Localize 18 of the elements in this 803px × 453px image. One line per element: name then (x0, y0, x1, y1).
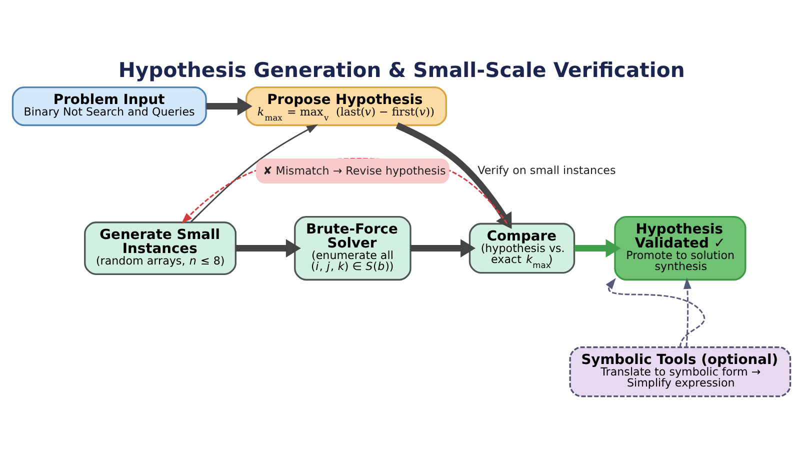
arrow (396, 122, 512, 228)
arrow (410, 238, 476, 257)
node-box: Compare (hypothesis vs. exact k$_{max}$) (468, 222, 576, 274)
arrow (190, 124, 318, 222)
node-box: Propose Hypothesis k$_{max}$ = max$_{v}$ (last(v) − first(v)) (245, 86, 447, 126)
edge-label: Verify on small instances (478, 163, 616, 176)
arrow (606, 277, 706, 347)
node-box: Generate Small Instances (random arrays, n ≤ 8) (84, 221, 236, 275)
edge-label: ✘ Mismatch → Revise hypothesis (262, 164, 446, 177)
arrow (206, 96, 252, 115)
node-box: Symbolic Tools (optional) Translate to symbolic form → Simplify expression (569, 346, 792, 397)
arrow (236, 238, 301, 257)
arrow (574, 238, 621, 257)
node-box: Brute-Force Solver (enumerate all (i, j, k) ∈ S(b)) (294, 216, 412, 280)
node-box: Problem Input Binary Not Search and Queries (12, 86, 207, 126)
arrow (683, 277, 692, 347)
node-box: Hypothesis Validated ✓ Promote to solution synthesis (614, 216, 746, 280)
diagram-title: Hypothesis Generation & Small-Scale Verification (118, 57, 685, 82)
